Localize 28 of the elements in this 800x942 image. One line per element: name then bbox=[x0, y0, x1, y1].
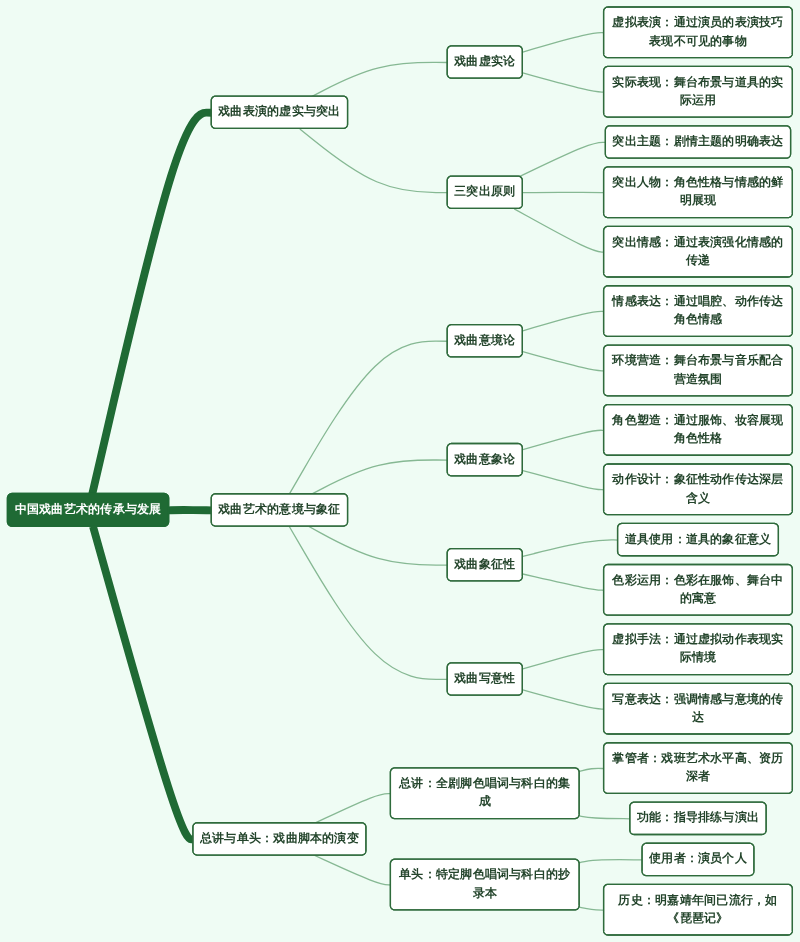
connector bbox=[522, 351, 605, 372]
connector bbox=[288, 340, 449, 495]
connector bbox=[310, 61, 449, 98]
connector bbox=[578, 906, 605, 911]
connector bbox=[299, 128, 449, 194]
connector bbox=[522, 310, 605, 332]
connector bbox=[522, 648, 605, 670]
connector bbox=[314, 792, 392, 824]
connector bbox=[314, 854, 392, 886]
connector bbox=[310, 459, 449, 495]
connector bbox=[308, 525, 449, 566]
connector bbox=[522, 573, 605, 591]
connector bbox=[578, 815, 631, 820]
connector bbox=[522, 191, 605, 194]
connector bbox=[88, 108, 212, 496]
connector bbox=[522, 72, 605, 93]
connector bbox=[522, 539, 619, 557]
connector bbox=[522, 469, 605, 491]
connector bbox=[166, 506, 212, 515]
connector bbox=[89, 525, 196, 844]
connector bbox=[522, 429, 605, 451]
connector bbox=[522, 689, 605, 710]
connector bbox=[522, 32, 605, 53]
connector bbox=[513, 208, 605, 253]
connector bbox=[518, 141, 607, 178]
connector bbox=[578, 767, 605, 773]
connector bbox=[578, 859, 644, 864]
connector bbox=[288, 525, 449, 681]
